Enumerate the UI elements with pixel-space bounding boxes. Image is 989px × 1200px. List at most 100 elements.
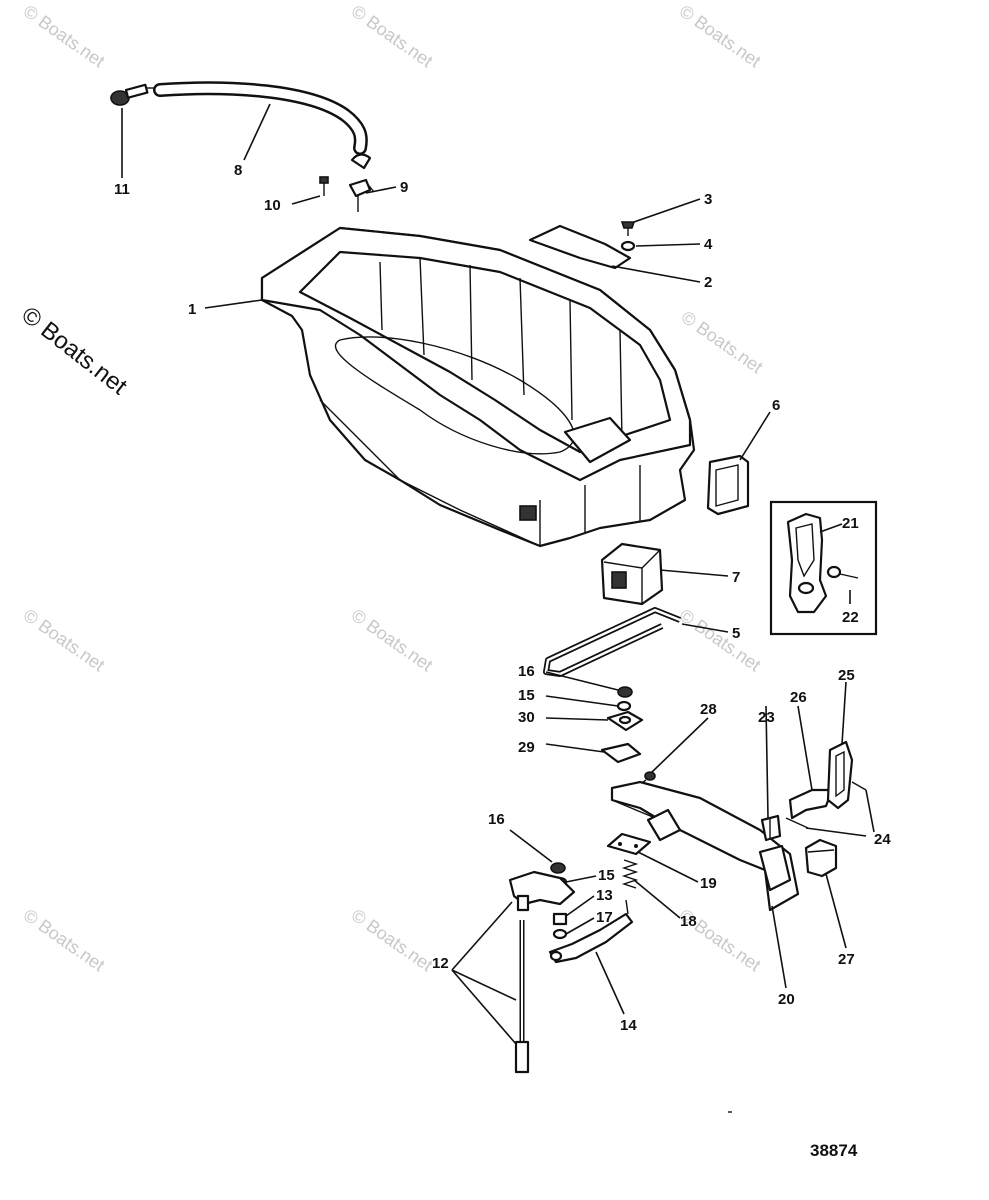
part-23-clip xyxy=(760,814,782,842)
callout-13: 13 xyxy=(596,887,613,904)
callout-5: 5 xyxy=(732,625,740,642)
part-5-rod xyxy=(543,607,682,677)
part-2-cover-plate xyxy=(528,224,632,270)
leader-9 xyxy=(365,186,397,194)
leader-21 xyxy=(819,523,843,533)
callouts: 1 2 3 4 5 6 7 8 9 10 11 12 13 14 15 16 1… xyxy=(114,162,891,1034)
part-1-bottom-cowl xyxy=(260,226,696,548)
watermark: © Boats.net xyxy=(678,307,767,377)
part-19-slide xyxy=(606,832,652,856)
callout-11: 11 xyxy=(114,181,130,198)
leader-16 xyxy=(509,829,553,863)
callout-1: 1 xyxy=(188,301,196,318)
watermark: © Boats.net xyxy=(348,1,437,71)
part-16-nut xyxy=(617,686,633,698)
callout-28: 28 xyxy=(700,701,717,718)
watermark: © Boats.net xyxy=(676,605,765,675)
part-10-screw xyxy=(319,176,329,196)
part-7-block xyxy=(600,542,664,606)
callout-7: 7 xyxy=(732,569,740,586)
leader-26 xyxy=(797,705,813,791)
leader-13 xyxy=(565,895,595,917)
part-3-screw xyxy=(620,221,636,236)
drawing-number: 38874 xyxy=(810,1141,858,1160)
leader-10 xyxy=(291,195,321,205)
callout-2: 2 xyxy=(704,274,712,291)
callout-14: 14 xyxy=(620,1017,637,1034)
watermark: © Boats.net xyxy=(20,605,109,675)
callout-6: 6 xyxy=(772,397,780,414)
callout-3: 3 xyxy=(704,191,712,208)
leader-5 xyxy=(681,623,729,633)
callout-23: 23 xyxy=(758,709,775,726)
part-13-bushing xyxy=(552,912,568,926)
leader-12b xyxy=(451,969,517,1001)
part-20-bracket xyxy=(610,780,800,912)
leader-12c xyxy=(451,969,517,1045)
part-24-pin xyxy=(785,781,867,829)
part-11-fitting xyxy=(110,83,160,106)
leader-29 xyxy=(545,743,605,753)
callout-16b: 16 xyxy=(518,663,535,680)
part-22-screw xyxy=(826,565,859,579)
watermark: © Boats.net xyxy=(20,1,109,71)
callout-24: 24 xyxy=(874,831,891,848)
leader-4 xyxy=(635,243,701,247)
callout-12: 12 xyxy=(432,955,449,972)
leader-18 xyxy=(633,879,681,919)
callout-26: 26 xyxy=(790,689,807,706)
callout-15: 15 xyxy=(598,867,615,884)
part-25-latch xyxy=(826,740,854,810)
callout-22: 22 xyxy=(842,609,859,626)
leader-6 xyxy=(739,411,771,461)
part-15-washer xyxy=(616,700,632,712)
part-14-arm xyxy=(548,899,634,964)
part-26-lever xyxy=(788,788,834,820)
leader-19 xyxy=(637,851,699,883)
leader-3 xyxy=(633,198,701,223)
leader-23 xyxy=(765,705,769,819)
callout-27: 27 xyxy=(838,951,855,968)
callout-10: 10 xyxy=(264,197,281,214)
leader-15b xyxy=(545,695,619,707)
callout-25: 25 xyxy=(838,667,855,684)
leader-17 xyxy=(565,917,595,935)
leader-16b xyxy=(545,671,619,691)
part-9-fitting xyxy=(348,178,375,212)
callout-20: 20 xyxy=(778,991,795,1008)
leader-25 xyxy=(841,681,847,745)
leader-20 xyxy=(771,905,787,989)
watermark: © Boats.net xyxy=(676,1,765,71)
leader-lines xyxy=(121,103,875,1045)
part-6-grommet xyxy=(706,454,750,516)
leader-24b xyxy=(865,789,875,833)
callout-8: 8 xyxy=(234,162,242,179)
copyright-notice: © Boats.net xyxy=(16,301,132,400)
part-8-hose xyxy=(153,81,372,170)
leader-12a xyxy=(451,901,513,971)
callout-15b: 15 xyxy=(518,687,535,704)
watermark: © Boats.net xyxy=(348,905,437,975)
watermark: © Boats.net xyxy=(348,605,437,675)
callout-19: 19 xyxy=(700,875,717,892)
part-27-bumper xyxy=(804,838,838,878)
callout-29: 29 xyxy=(518,739,535,756)
leader-2 xyxy=(611,265,701,283)
callout-30: 30 xyxy=(518,709,535,726)
part-29-plate xyxy=(600,742,642,764)
leader-15 xyxy=(565,875,597,883)
leader-27 xyxy=(825,873,847,949)
callout-18: 18 xyxy=(680,913,697,930)
callout-4: 4 xyxy=(704,236,713,253)
callout-21: 21 xyxy=(842,515,859,532)
callout-9: 9 xyxy=(400,179,408,196)
callout-16: 16 xyxy=(488,811,505,828)
part-30-clip xyxy=(606,710,644,732)
inset-box xyxy=(769,500,878,636)
leader-24a xyxy=(805,827,867,837)
part-17-washer xyxy=(552,928,568,940)
part-21-latch xyxy=(786,512,828,614)
leader-14 xyxy=(595,951,625,1015)
watermark: © Boats.net xyxy=(20,905,109,975)
part-18-spring xyxy=(621,859,639,889)
